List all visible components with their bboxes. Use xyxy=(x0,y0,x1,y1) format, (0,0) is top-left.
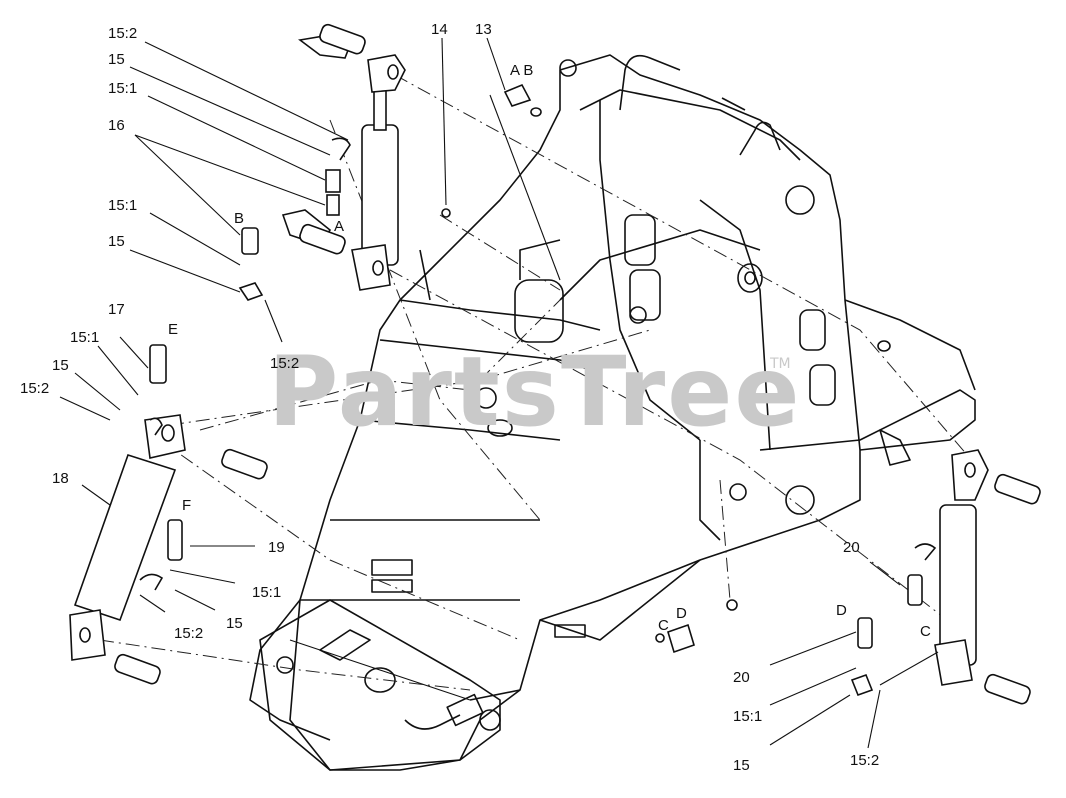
callout-B-left: B xyxy=(234,210,244,227)
callout-15-bot: 15 xyxy=(226,615,243,632)
loader-frame xyxy=(249,54,976,771)
watermark: PartsTree TM xyxy=(268,336,801,448)
callout-15-1-top: 15:1 xyxy=(108,80,137,97)
callout-F: F xyxy=(182,497,191,514)
callout-15-low: 15 xyxy=(52,357,69,374)
callout-15-1-mid: 15:1 xyxy=(108,197,137,214)
callout-17: 17 xyxy=(108,301,125,318)
callout-15-2-bot: 15:2 xyxy=(174,625,203,642)
callout-19: 19 xyxy=(268,539,285,556)
callout-A-B-top: A B xyxy=(510,62,533,79)
callout-14: 14 xyxy=(431,21,448,38)
cylinder-left-lower xyxy=(69,344,268,685)
callout-20-right: 20 xyxy=(843,539,860,556)
callout-16: 16 xyxy=(108,117,125,134)
callout-labels: 15:2 15 15:1 16 15:1 15 B A 15:2 14 13 A… xyxy=(20,21,931,774)
watermark-text: PartsTree xyxy=(268,336,801,448)
callout-15-mid: 15 xyxy=(108,233,125,250)
callout-D-mid: D xyxy=(676,605,687,622)
callout-15-top: 15 xyxy=(108,51,125,68)
callout-20-bot: 20 xyxy=(733,669,750,686)
callout-13: 13 xyxy=(475,21,492,38)
small-hardware xyxy=(441,83,738,654)
callout-15-1-bot: 15:1 xyxy=(252,584,281,601)
callout-15-2-top: 15:2 xyxy=(108,25,137,42)
callout-D-right: D xyxy=(836,602,847,619)
callout-15-2-br: 15:2 xyxy=(850,752,879,769)
callout-15-1-low: 15:1 xyxy=(70,329,99,346)
callout-15-1-br: 15:1 xyxy=(733,708,762,725)
callout-A-left: A xyxy=(334,218,344,235)
callout-15-2-low: 15:2 xyxy=(20,380,49,397)
callout-18: 18 xyxy=(52,470,69,487)
assembly-lines xyxy=(99,74,981,691)
cylinder-right xyxy=(850,449,1041,705)
callout-15-br: 15 xyxy=(733,757,750,774)
callout-C-right: C xyxy=(920,623,931,640)
callout-15-2-mid: 15:2 xyxy=(270,355,299,372)
callout-E: E xyxy=(168,321,178,338)
cylinder-top-left xyxy=(238,23,406,301)
leader-lines xyxy=(59,37,939,749)
callout-C-mid: C xyxy=(658,617,669,634)
watermark-trademark: TM xyxy=(769,356,791,372)
